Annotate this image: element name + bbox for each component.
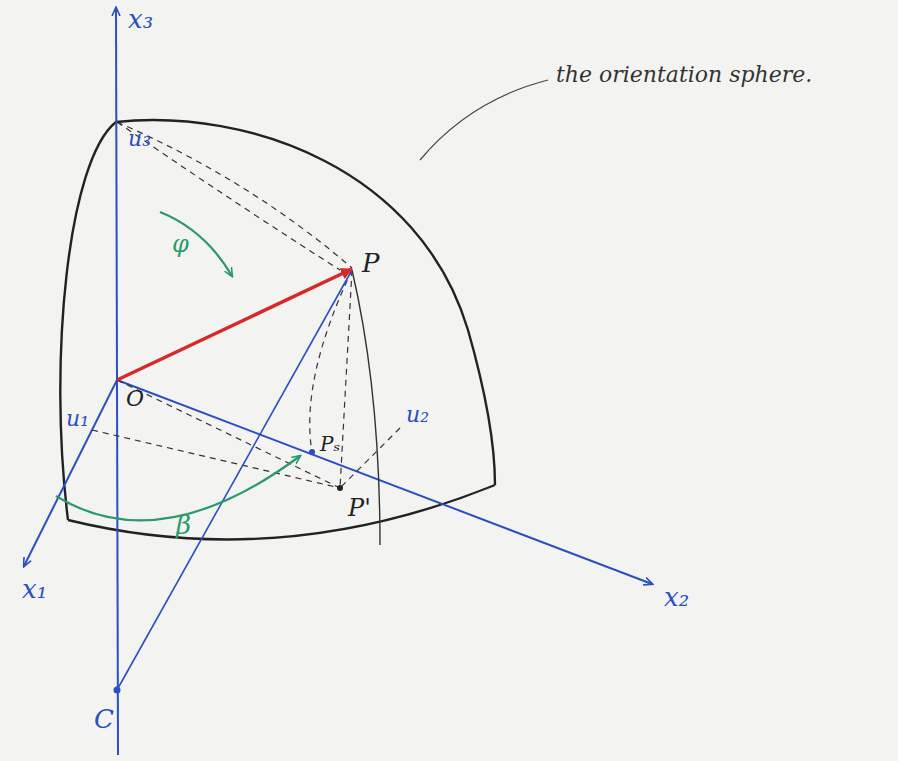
- point-ps: [309, 449, 315, 455]
- point-label: u₁: [66, 408, 89, 430]
- orientation-vector: [117, 269, 352, 380]
- leader-line: [420, 80, 548, 160]
- construction-lines: [92, 122, 400, 488]
- projection-line: [117, 270, 352, 690]
- angle-label: β: [176, 512, 191, 538]
- phi-arc: [160, 212, 232, 276]
- point-label: u₃: [128, 128, 151, 150]
- note-text: the orientation sphere.: [556, 64, 812, 86]
- point-label: P': [348, 496, 371, 520]
- point-p-prime: [337, 485, 343, 491]
- x2-axis: [117, 380, 652, 584]
- x1-axis: [24, 380, 117, 566]
- axis-label: x₂: [664, 584, 689, 610]
- axis-label: x₁: [22, 576, 47, 602]
- origin-label: O: [126, 388, 144, 410]
- point-c: [114, 687, 121, 694]
- point-label: C: [94, 706, 114, 732]
- sphere-base: [68, 485, 495, 539]
- beta-arc: [56, 456, 300, 520]
- axis-label: x₃: [128, 6, 153, 32]
- angle-label: φ: [172, 232, 189, 256]
- point-label: Pₛ: [320, 434, 340, 454]
- sphere-outline: [60, 120, 495, 520]
- point-label: u₂: [406, 404, 429, 426]
- point-label: P: [362, 250, 380, 276]
